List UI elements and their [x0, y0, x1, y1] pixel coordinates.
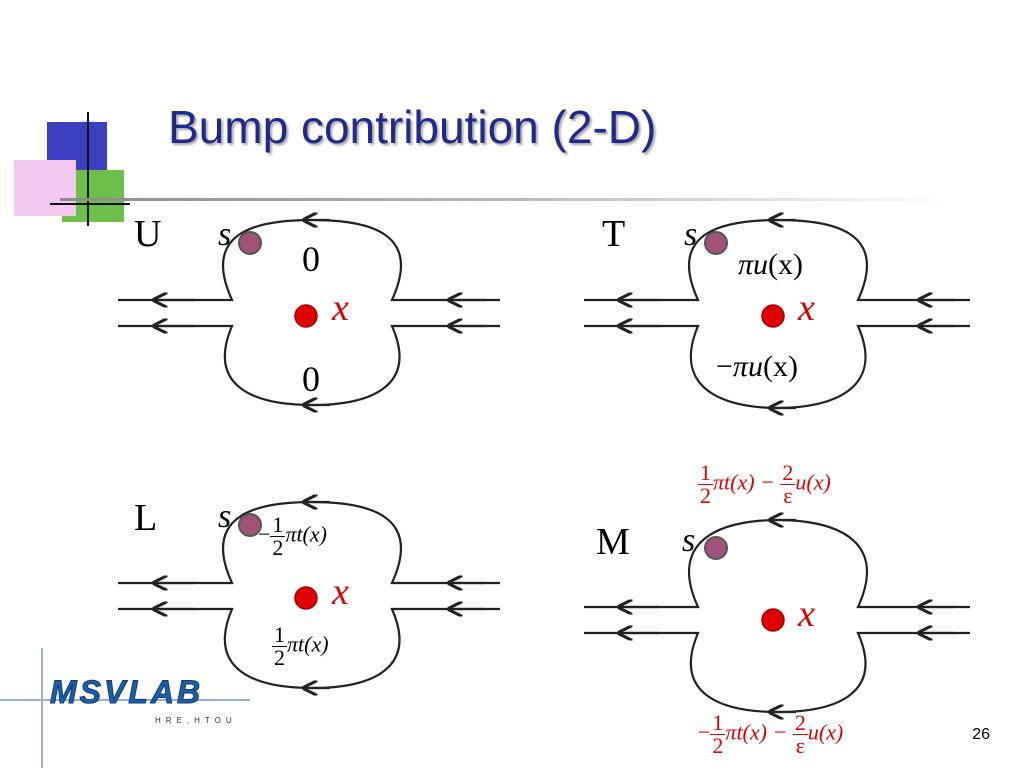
t-top-expression: πu(x): [738, 248, 804, 281]
diagram-t: [584, 220, 970, 408]
t-s-label: s: [684, 216, 698, 253]
l-label: L: [134, 497, 158, 539]
m-x-label: x: [798, 593, 815, 635]
t-field-point: [761, 304, 785, 328]
corner-decoration: [14, 112, 130, 226]
t-source-point: [704, 231, 728, 255]
u-s-label: s: [218, 216, 232, 253]
u-label: U: [134, 213, 162, 255]
title-rule: [60, 198, 960, 201]
l-s-label: s: [218, 498, 232, 535]
logo-subtext: HRE,HTOU: [155, 716, 237, 725]
t-x-label: x: [798, 287, 815, 329]
diagram-m: [584, 520, 970, 712]
logo-lines: [0, 648, 250, 768]
m-source-point: [704, 536, 728, 560]
u-field-point: [294, 304, 318, 328]
m-label: M: [596, 521, 630, 563]
page-number: 26: [972, 726, 990, 743]
m-s-label: s: [682, 522, 696, 559]
logo: MSVLAB: [49, 674, 204, 711]
t-label: T: [602, 213, 626, 255]
slide-title: Bump contribution (2-D): [168, 101, 657, 153]
pink-square: [14, 160, 76, 216]
t-bottom-expression: −πu(x): [716, 350, 798, 383]
u-x-label: x: [332, 287, 349, 329]
u-bottom-value: 0: [302, 359, 320, 399]
m-lower-path: [584, 631, 970, 714]
l-x-label: x: [332, 571, 349, 613]
m-upper-path: [584, 518, 970, 609]
l-source-point: [238, 513, 262, 537]
u-top-value: 0: [302, 239, 320, 279]
diagram-u: [118, 220, 500, 405]
m-field-point: [761, 608, 785, 632]
l-field-point: [294, 586, 318, 610]
diagram-l: [118, 502, 500, 688]
u-source-point: [238, 231, 262, 255]
